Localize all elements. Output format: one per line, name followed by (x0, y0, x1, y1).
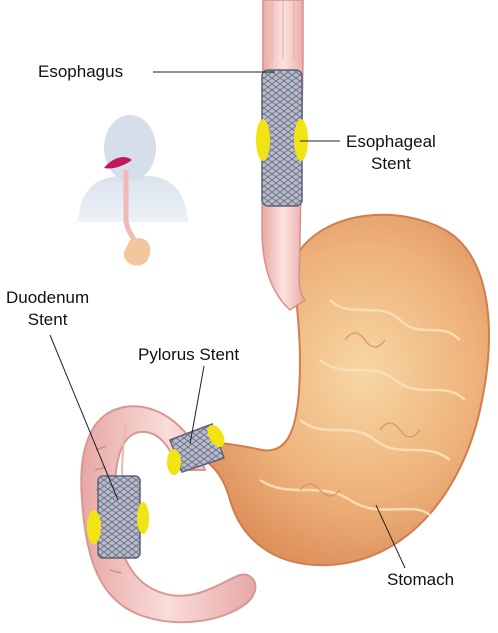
esophageal-stent-marker-left (256, 119, 270, 161)
label-esophageal-stent: Esophageal Stent (346, 131, 436, 175)
esophageal-stent (256, 70, 308, 206)
label-duodenum-stent: Duodenum Stent (6, 287, 89, 331)
stomach (175, 215, 489, 565)
label-esophagus-text: Esophagus (38, 62, 123, 81)
label-stomach-text: Stomach (387, 570, 454, 589)
label-esophagus: Esophagus (38, 61, 123, 83)
pylorus-stent-marker-left (167, 449, 181, 475)
esophageal-stent-marker-right (294, 119, 308, 161)
body-silhouette (78, 115, 188, 266)
duodenum-stent-marker-right (137, 502, 149, 534)
label-duodenum-stent-line2: Stent (6, 309, 89, 331)
label-stomach: Stomach (387, 569, 454, 591)
label-pylorus-stent-text: Pylorus Stent (138, 345, 239, 364)
duodenum-stent-marker-left (87, 510, 101, 544)
label-esophageal-stent-line1: Esophageal (346, 131, 436, 153)
label-duodenum-stent-line1: Duodenum (6, 287, 89, 309)
label-pylorus-stent: Pylorus Stent (138, 344, 239, 366)
label-esophageal-stent-line2: Stent (346, 153, 436, 175)
